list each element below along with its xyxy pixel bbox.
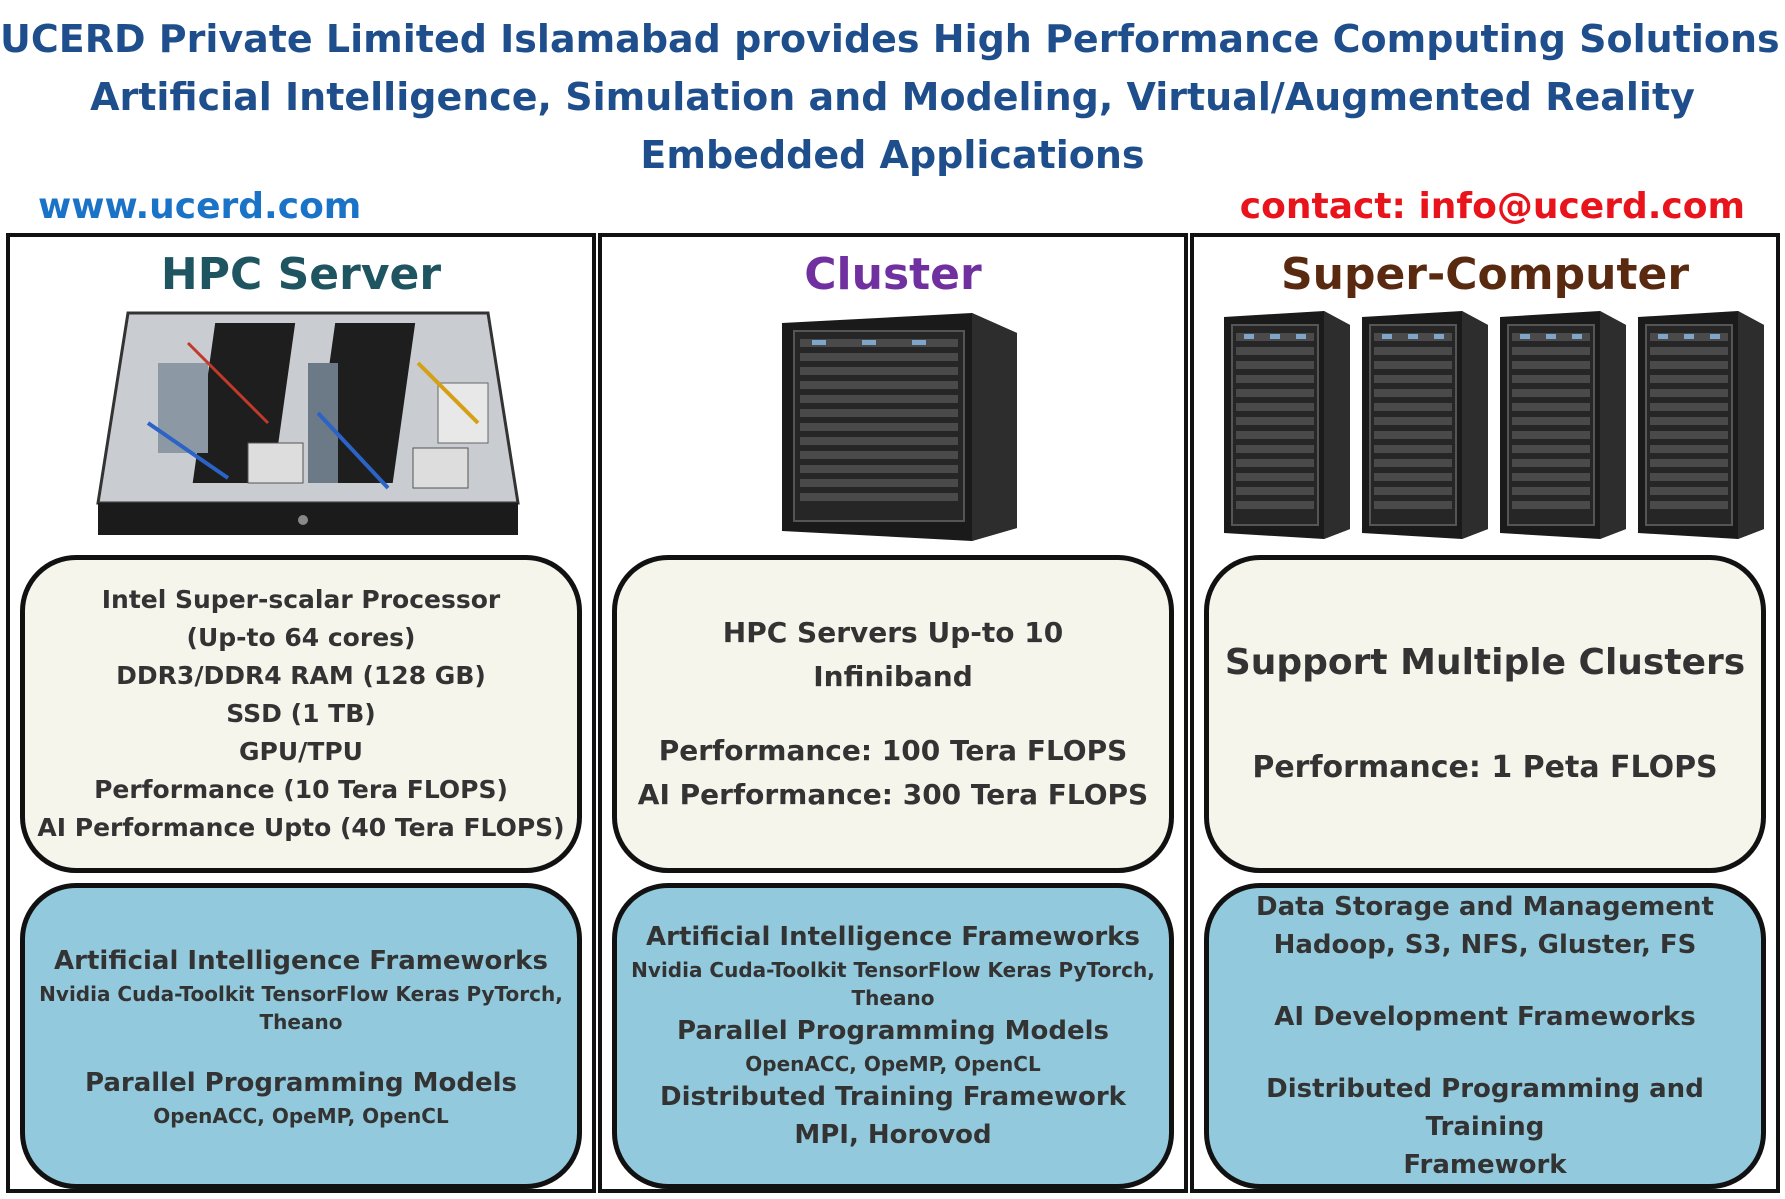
server-board-image (96, 311, 520, 535)
spec-line: HPC Servers Up-to 10 (722, 616, 1064, 649)
super-computer-column: Super-Computer Support Multiple Clusters… (1190, 233, 1780, 1193)
cluster-specs: HPC Servers Up-to 10 Infiniband Performa… (612, 555, 1174, 873)
spec-line: DDR3/DDR4 RAM (128 GB) (116, 661, 486, 690)
data-storage-list: Hadoop, S3, NFS, Gluster, FS (1273, 930, 1697, 960)
headline-line-1: UCERD Private Limited Islamabad provides… (0, 17, 1785, 61)
super-computer-specs: Support Multiple Clusters Performance: 1… (1204, 555, 1766, 873)
rack-cabinet-image (1224, 310, 1765, 540)
hpc-server-frameworks: Artificial Intelligence Frameworks Nvidi… (20, 883, 582, 1189)
ai-frameworks-heading: Artificial Intelligence Frameworks (646, 922, 1140, 952)
super-computer-title: Super-Computer (1280, 249, 1690, 300)
hpc-server-specs: Intel Super-scalar Processor (Up-to 64 c… (20, 555, 582, 873)
contact-email[interactable]: contact: info@ucerd.com (1239, 186, 1745, 227)
ai-development-heading: AI Development Frameworks (1274, 1002, 1696, 1032)
ai-frameworks-list: Nvidia Cuda-Toolkit TensorFlow Keras PyT… (39, 982, 563, 1006)
spec-line: Support Multiple Clusters (1224, 642, 1746, 683)
spec-line: Performance: 100 Tera FLOPS (658, 734, 1128, 767)
spec-line: Infiniband (813, 660, 973, 693)
parallel-models-list: OpenACC, OpeMP, OpenCL (153, 1104, 449, 1128)
cluster-frameworks: Artificial Intelligence Frameworks Nvidi… (612, 883, 1174, 1189)
headline: UCERD Private Limited Islamabad provides… (0, 10, 1785, 184)
spec-line: GPU/TPU (239, 737, 363, 766)
distributed-training-list: MPI, Horovod (794, 1120, 992, 1150)
spec-line: AI Performance: 300 Tera FLOPS (637, 778, 1149, 811)
parallel-models-list: OpenACC, OpeMP, OpenCL (745, 1052, 1041, 1076)
website-link[interactable]: www.ucerd.com (38, 186, 362, 227)
distributed-programming-heading: Distributed Programming and Training (1266, 1074, 1704, 1142)
ai-frameworks-heading: Artificial Intelligence Frameworks (54, 946, 548, 976)
rack-cabinet-image (782, 313, 1017, 541)
hpc-server-column: HPC Server Intel Super-scalar Processor … (6, 233, 596, 1193)
ai-frameworks-list: Nvidia Cuda-Toolkit TensorFlow Keras PyT… (631, 958, 1155, 982)
data-storage-heading: Data Storage and Management (1256, 892, 1714, 922)
distributed-programming-heading-2: Framework (1403, 1150, 1567, 1180)
distributed-training-heading: Distributed Training Framework (660, 1082, 1126, 1112)
spec-line: SSD (1 TB) (226, 699, 376, 728)
ai-frameworks-list-2: Theano (259, 1010, 343, 1034)
super-computer-frameworks: Data Storage and Management Hadoop, S3, … (1204, 883, 1766, 1189)
parallel-models-heading: Parallel Programming Models (676, 1016, 1110, 1046)
ai-frameworks-list-2: Theano (851, 986, 935, 1010)
parallel-models-heading: Parallel Programming Models (84, 1068, 518, 1098)
hpc-server-title: HPC Server (160, 249, 442, 300)
spec-line: Performance (10 Tera FLOPS) (94, 775, 508, 804)
spec-line: Performance: 1 Peta FLOPS (1252, 750, 1718, 785)
spec-line: Intel Super-scalar Processor (101, 585, 501, 614)
spec-line: AI Performance Upto (40 Tera FLOPS) (37, 813, 565, 842)
headline-line-2: Artificial Intelligence, Simulation and … (90, 75, 1695, 119)
spec-line: (Up-to 64 cores) (186, 623, 416, 652)
cluster-title: Cluster (804, 249, 982, 300)
cluster-column: Cluster HPC Servers Up-to 10 Infiniband … (598, 233, 1188, 1193)
headline-line-3: Embedded Applications (640, 133, 1145, 177)
